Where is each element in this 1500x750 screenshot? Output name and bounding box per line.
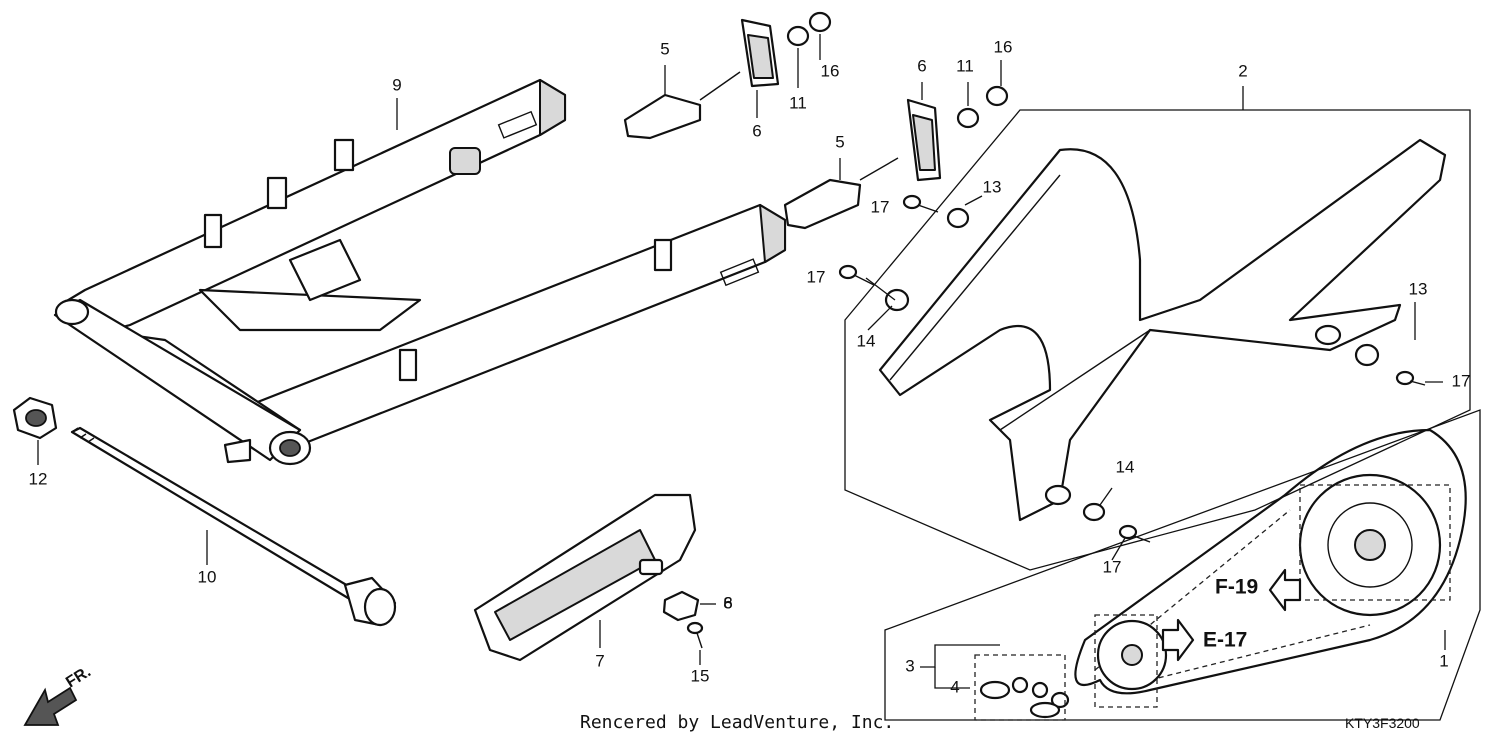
drive-chain [1074,428,1467,695]
callout-5-right: 5 [835,132,844,151]
front-label: FR. [63,663,94,691]
callout-4: 4 [950,677,959,696]
adjuster-plate-left [740,18,780,88]
callout-9: 9 [392,75,401,94]
callout-labels: 1 2 3 4 5 5 6 6 6 7 8 9 10 11 11 12 13 1… [29,37,1471,696]
callout-2: 2 [1238,61,1247,80]
credit-text: Rencered by LeadVenture, Inc. [580,712,894,733]
callout-6-right: 6 [917,56,926,75]
callout-11-left: 11 [789,93,807,112]
callout-13-right: 13 [1409,279,1428,298]
callout-11-right: 11 [956,56,974,75]
callout-17-lower: 17 [1103,557,1122,576]
callout-14-lower: 14 [1116,457,1135,476]
callout-17-mid: 17 [807,267,826,286]
slider-collar [662,590,700,622]
callout-5-left: 5 [660,39,669,58]
callout-8: 8 [723,593,732,612]
callout-13-upper: 13 [983,177,1002,196]
callout-1: 1 [1439,651,1448,670]
case-fasteners [838,194,1426,543]
callout-17-upper: 17 [871,197,890,216]
callout-17-right: 17 [1452,371,1471,390]
chain-slider [473,493,697,662]
chain-case [878,138,1447,522]
callout-16-right: 16 [994,37,1013,56]
swingarm [53,78,787,466]
chain-adjuster-right [783,157,899,230]
leader-lines [37,34,1446,689]
ref-arrow-f19: F-19 [1215,568,1302,612]
callout-6-left: 6 [752,121,761,140]
callout-15: 15 [691,666,710,685]
slider-bolt [686,621,704,649]
front-arrow-icon: FR. [23,663,94,726]
callout-3: 3 [905,656,914,675]
adjuster-nuts [786,11,1009,129]
callout-10: 10 [198,567,217,586]
ref-label-e17: E-17 [1203,629,1247,652]
diagram-code: KTY3F3200 [1345,715,1420,731]
callout-6-slider: 6 [723,593,732,612]
master-link [979,676,1070,719]
adjuster-plate-right [906,98,942,182]
pivot-nut [12,396,58,440]
ref-label-f19: F-19 [1215,576,1258,599]
chain-adjuster-left [623,71,741,140]
callout-14-left: 14 [857,331,876,350]
callout-7: 7 [595,651,604,670]
callout-12: 12 [29,469,48,488]
pivot-bolt [70,426,397,627]
ref-arrow-e17: E-17 [1161,618,1247,662]
callout-16-left: 16 [821,61,840,80]
